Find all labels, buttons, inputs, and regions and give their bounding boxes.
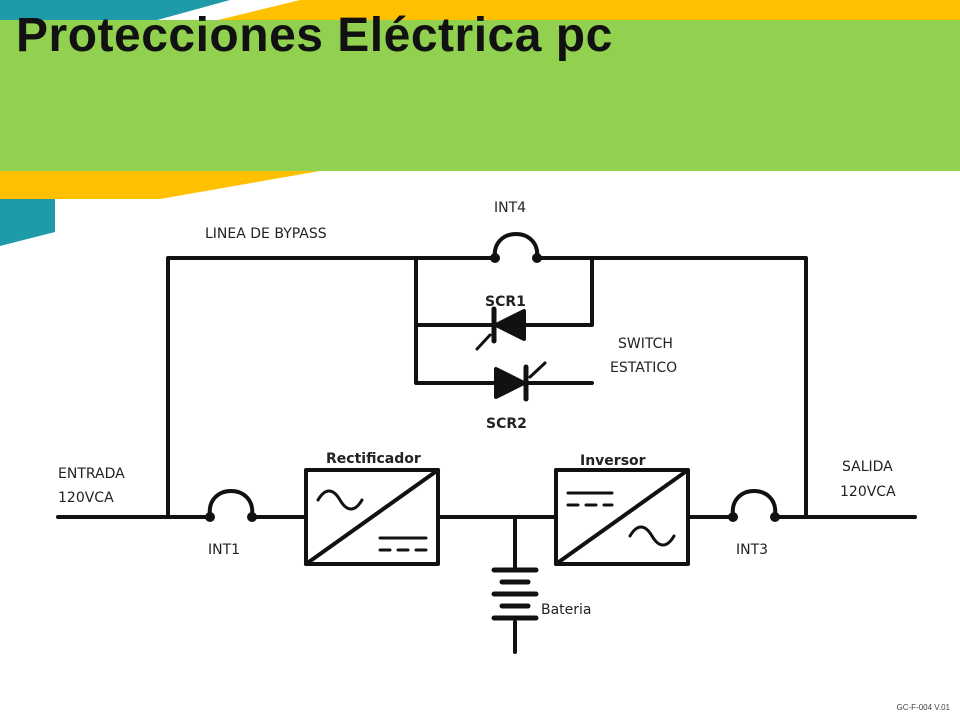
battery-symbol xyxy=(491,567,539,621)
battery-label: Bateria xyxy=(541,602,592,618)
slide-title: Protecciones Eléctrica pc xyxy=(16,9,613,62)
header-yellow-band-top xyxy=(210,0,960,22)
bypass-line-label: LINEA DE BYPASS xyxy=(205,226,327,242)
rectifier-label: Rectificador xyxy=(326,451,421,467)
scr2-label: SCR2 xyxy=(486,416,527,432)
rectifier-box xyxy=(304,468,440,566)
scr1-thyristor xyxy=(475,306,526,351)
inverter-box xyxy=(554,468,690,566)
header-yellow-band-bottom xyxy=(0,171,320,199)
int1-breaker-arc xyxy=(207,489,255,517)
static-switch-label-line1: SWITCH xyxy=(618,336,673,352)
int1-label: INT1 xyxy=(208,542,240,558)
int4-breaker-arc xyxy=(492,232,540,260)
header-teal-band-bottom xyxy=(0,199,55,246)
scr2-thyristor xyxy=(494,361,547,402)
header-green-banner xyxy=(0,20,960,171)
inverter-label: Inversor xyxy=(580,453,646,469)
ups-circuit-diagram xyxy=(56,232,917,654)
scr1-label: SCR1 xyxy=(485,294,526,310)
input-label-line1: ENTRADA xyxy=(58,466,125,482)
output-label-line1: SALIDA xyxy=(842,459,893,475)
bypass-line xyxy=(166,256,808,517)
static-switch-label-line2: ESTATICO xyxy=(610,360,677,376)
header-teal-band-top xyxy=(0,0,230,22)
int4-label: INT4 xyxy=(494,200,526,216)
footer-document-code: GC-F-004 V.01 xyxy=(896,703,950,712)
int3-label: INT3 xyxy=(736,542,768,558)
junction-dots xyxy=(205,253,780,522)
output-label-line2: 120VCA xyxy=(840,484,896,500)
static-switch-frame xyxy=(414,256,594,385)
input-label-line2: 120VCA xyxy=(58,490,114,506)
int3-breaker-arc xyxy=(730,489,778,517)
